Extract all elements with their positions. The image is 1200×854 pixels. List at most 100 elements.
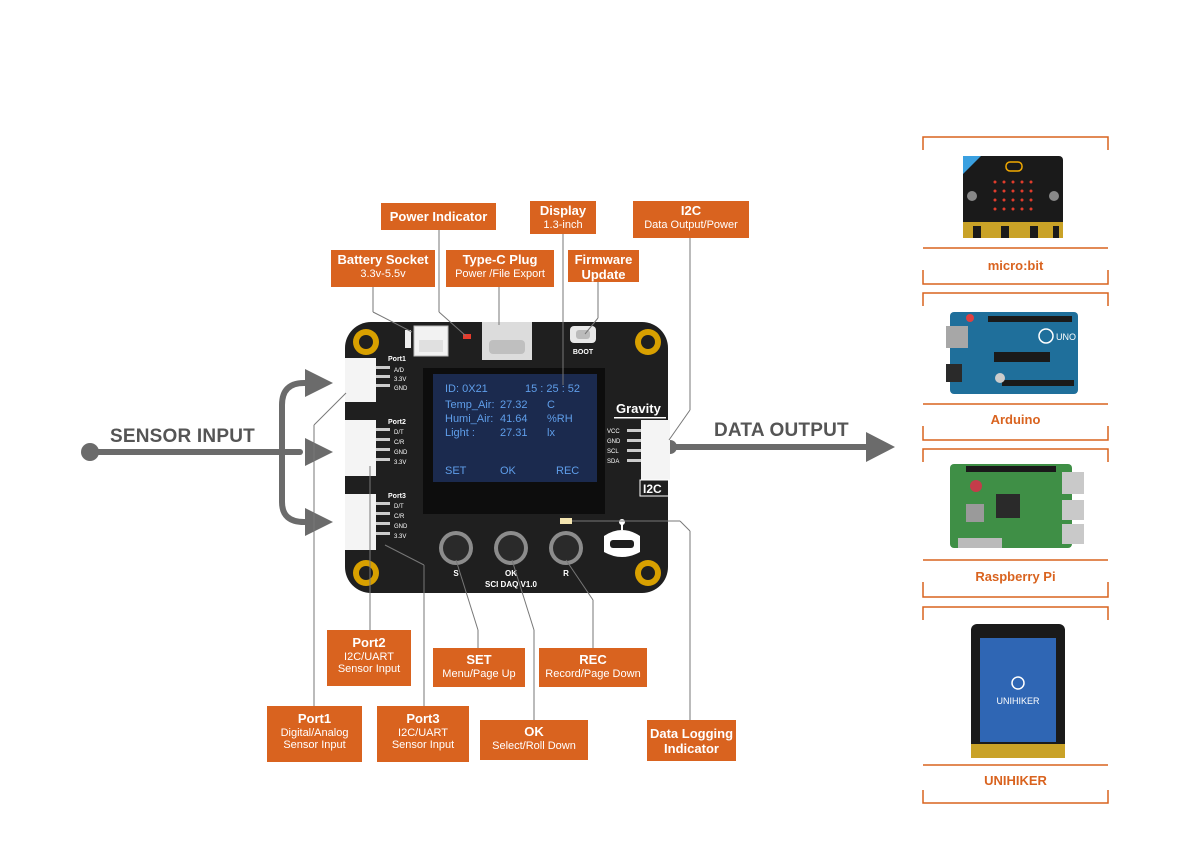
screen-row-value: 27.31: [500, 427, 528, 439]
callout-type-c-plug: Type-C Plug Power /File Export: [446, 250, 554, 287]
callout-title: Firmware: [574, 252, 633, 267]
callout-set-button: SET Menu/Page Up: [433, 648, 525, 687]
port3-pin-label: GND: [394, 524, 408, 530]
port1-pin-label: A/D: [394, 368, 405, 374]
boot-button: [570, 326, 596, 343]
callout-title: Data Logging: [649, 726, 734, 741]
output-card-unihiker: UNIHIKER: [923, 607, 1108, 803]
callout-title-line2: Indicator: [664, 740, 719, 756]
data-output-label: DATA OUTPUT: [714, 420, 849, 441]
unihiker-screen-text: UNIHIKER: [996, 696, 1040, 706]
callout-battery-socket: Battery Socket 3.3v-5.5v: [331, 250, 435, 287]
port3-connector: [345, 494, 390, 550]
screen-id-line: ID: 0X21: [445, 383, 488, 395]
button-ok[interactable]: [494, 531, 528, 565]
screen-softkey-ok: OK: [500, 465, 517, 477]
output-card-frames: [922, 136, 1109, 804]
output-card-microbit: micro:bit: [923, 137, 1108, 284]
input-origin-dot: [81, 443, 99, 461]
output-card-label: UNIHIKER: [984, 773, 1047, 788]
type-c-port: [482, 322, 532, 360]
callout-port1: Port1 Digital/Analog Sensor Input: [267, 706, 362, 762]
input-arrowhead-port3: [305, 508, 333, 536]
callout-subtitle: Select/Roll Down: [492, 739, 576, 752]
battery-socket: [405, 325, 449, 357]
callout-firmware-update: Firmware Update: [568, 250, 639, 282]
power-led: [463, 334, 471, 339]
output-card-arduino: Arduino: [923, 293, 1108, 440]
callout-title: Type-C Plug: [462, 252, 538, 267]
gravity-label-underline: [614, 417, 666, 419]
output-card-label: Arduino: [990, 412, 1041, 427]
button-s-label: S: [453, 569, 459, 578]
callout-subtitle: I2C/UART: [344, 650, 394, 663]
port3-pin-label: 3.3V: [394, 534, 406, 540]
callout-subtitle: Data Output/Power: [644, 218, 738, 231]
data-logging-led: [560, 518, 572, 524]
screen-row-label: Temp_Air:: [445, 399, 495, 411]
callout-subtitle: Record/Page Down: [545, 667, 641, 680]
port2-silk-label: Port2: [388, 419, 406, 426]
i2c-silk-label: I2C: [643, 482, 662, 496]
callout-subtitle: 3.3v-5.5v: [360, 267, 406, 280]
button-r-label: R: [563, 569, 569, 578]
i2c-label-box: [639, 479, 670, 497]
screen-row-label: Light :: [445, 427, 475, 439]
port2-pin-label: GND: [394, 450, 408, 456]
callout-rec-button: REC Record/Page Down: [539, 648, 647, 687]
microbit-board-icon: [963, 156, 1063, 238]
sensor-input-label: SENSOR INPUT: [110, 426, 255, 447]
callout-subtitle-line2: Sensor Input: [337, 662, 401, 675]
callout-title: SET: [466, 652, 492, 667]
screen-row-value: 27.32: [500, 399, 528, 411]
unihiker-device-icon: UNIHIKER: [971, 624, 1065, 758]
i2c-connector: [627, 420, 670, 480]
callout-subtitle: 1.3-inch: [543, 218, 583, 231]
callout-subtitle: Power /File Export: [455, 267, 545, 280]
callout-subtitle: Digital/Analog: [280, 726, 349, 739]
output-arrowhead: [866, 432, 895, 462]
port2-pin-label: 3.3V: [394, 460, 406, 466]
port3-pin-label: D/T: [394, 504, 404, 510]
i2c-pin-label: SCL: [607, 449, 619, 455]
robot-logo-icon: [604, 519, 640, 557]
callout-port2: Port2 I2C/UART Sensor Input: [327, 630, 411, 686]
board-model-label: SCI DAQ V1.0: [485, 580, 538, 589]
boot-label: BOOT: [573, 349, 594, 356]
callout-power-indicator: Power Indicator: [381, 203, 496, 230]
port2-pin-label: D/T: [394, 430, 404, 436]
arduino-uno-board-icon: UNO: [946, 312, 1078, 394]
callout-title-line2: Update: [581, 266, 626, 282]
i2c-pin-label: SDA: [607, 459, 619, 465]
button-r[interactable]: [549, 531, 583, 565]
sci-daq-board: BOOT Port1 A/D 3.3V GND Port2 D/T C/R GN…: [345, 322, 670, 593]
screen-row-unit: lx: [547, 427, 555, 439]
port1-connector: [345, 358, 390, 402]
port1-pin-label: 3.3V: [394, 377, 406, 383]
sensor-input-arrows: [85, 380, 313, 525]
screen-softkey-set: SET: [445, 465, 467, 477]
button-s[interactable]: [439, 531, 473, 565]
callout-title: Battery Socket: [337, 252, 429, 267]
callout-port3: Port3 I2C/UART Sensor Input: [377, 706, 469, 762]
input-arrowhead-port2: [305, 438, 333, 466]
i2c-pin-label: GND: [607, 439, 621, 445]
display-screen: [433, 374, 597, 482]
input-arrowhead-port1: [305, 369, 333, 397]
svg-text:UNO: UNO: [1056, 332, 1076, 342]
screen-time: 15 : 25 : 52: [525, 383, 580, 395]
port2-pin-label: C/R: [394, 440, 405, 446]
gravity-label: Gravity: [616, 401, 662, 416]
callout-title: Port3: [406, 711, 440, 726]
screen-row-unit: %RH: [547, 413, 573, 425]
callout-subtitle-line2: Sensor Input: [391, 738, 455, 751]
callout-ok-button: OK Select/Roll Down: [480, 720, 588, 760]
callout-subtitle: I2C/UART: [398, 726, 448, 739]
screen-row-unit: C: [547, 399, 555, 411]
port1-silk-label: Port1: [388, 356, 406, 363]
callout-subtitle: Menu/Page Up: [442, 667, 516, 680]
callout-title: Power Indicator: [389, 209, 488, 224]
output-card-label: micro:bit: [987, 258, 1044, 273]
output-card-raspberry-pi: Raspberry Pi: [923, 449, 1108, 597]
